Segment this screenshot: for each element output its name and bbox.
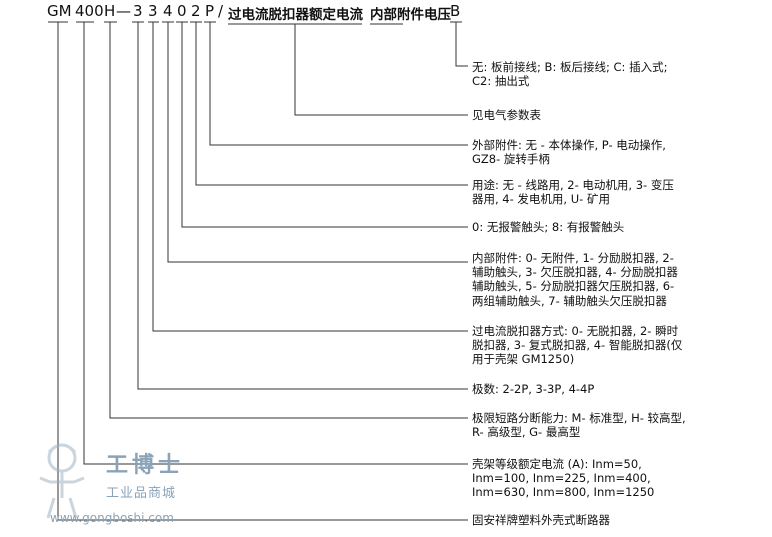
desc-connection: 无: 板前接线; B: 板后接线; C: 插入式; C2: 抽出式	[472, 60, 668, 89]
code-frame: 400	[75, 2, 104, 20]
connector-breaking	[109, 22, 468, 419]
desc-breaking: 极限短路分断能力: M- 标准型, H- 较高型, R- 高级型, G- 最高型	[472, 411, 686, 440]
code-series: GM	[47, 2, 72, 20]
watermark-url: www.gongboshi.com	[50, 511, 174, 525]
code-alarm: 0	[177, 2, 187, 20]
connector-usage	[195, 22, 468, 186]
connector-overcurrent-rated	[228, 23, 468, 116]
connector-ext-accessory	[209, 22, 468, 146]
desc-electrical-params: 见电气参数表	[472, 108, 541, 122]
connector-alarm	[181, 22, 468, 228]
code-release: 3	[148, 2, 158, 20]
code-overcurrent-rated: 过电流脱扣器额定电流	[228, 7, 363, 23]
code-accessory: 4	[163, 2, 173, 20]
desc-release: 过电流脱扣器方式: 0- 无脱扣器, 2- 瞬时 脱扣器, 3- 复式脱扣器, …	[472, 324, 683, 367]
code-connection: B	[450, 2, 461, 20]
connector-connection	[455, 22, 468, 67]
watermark-title: 工博士	[106, 453, 185, 478]
connector-poles	[137, 22, 468, 390]
connector-frame	[83, 22, 468, 465]
mascot-logo-icon	[39, 443, 85, 519]
code-breaking: H	[104, 2, 116, 20]
connector-release	[152, 22, 468, 332]
watermark-subtitle: 工业品商城	[106, 486, 177, 501]
code-usage: 2	[191, 2, 201, 20]
desc-accessory: 内部附件: 0- 无附件, 1- 分励脱扣器, 2- 辅助触头, 3- 欠压脱扣…	[472, 251, 678, 308]
desc-usage: 用途: 无 - 线路用, 2- 电动机用, 3- 变压 器用, 4- 发电机用,…	[472, 178, 674, 207]
desc-ext-accessory: 外部附件: 无 - 本体操作, P- 电动操作, GZ8- 旋转手柄	[472, 138, 666, 167]
desc-poles: 极数: 2-2P, 3-3P, 4-4P	[472, 382, 595, 396]
desc-alarm: 0: 无报警触头; 8: 有报警触头	[472, 220, 625, 234]
code-poles: 3	[133, 2, 143, 20]
code-ext-accessory: P	[205, 2, 215, 20]
desc-series: 固安祥牌塑料外壳式断路器	[472, 513, 610, 527]
code-slash: /	[218, 2, 224, 20]
connector-accessory	[167, 22, 468, 263]
code-dash: —	[116, 2, 131, 20]
desc-frame: 壳架等级额定电流 (A): Inm=50, Inm=100, Inm=225, …	[472, 457, 655, 500]
code-accessory-voltage: 内部附件电压	[370, 7, 451, 23]
connector-series	[57, 22, 468, 521]
